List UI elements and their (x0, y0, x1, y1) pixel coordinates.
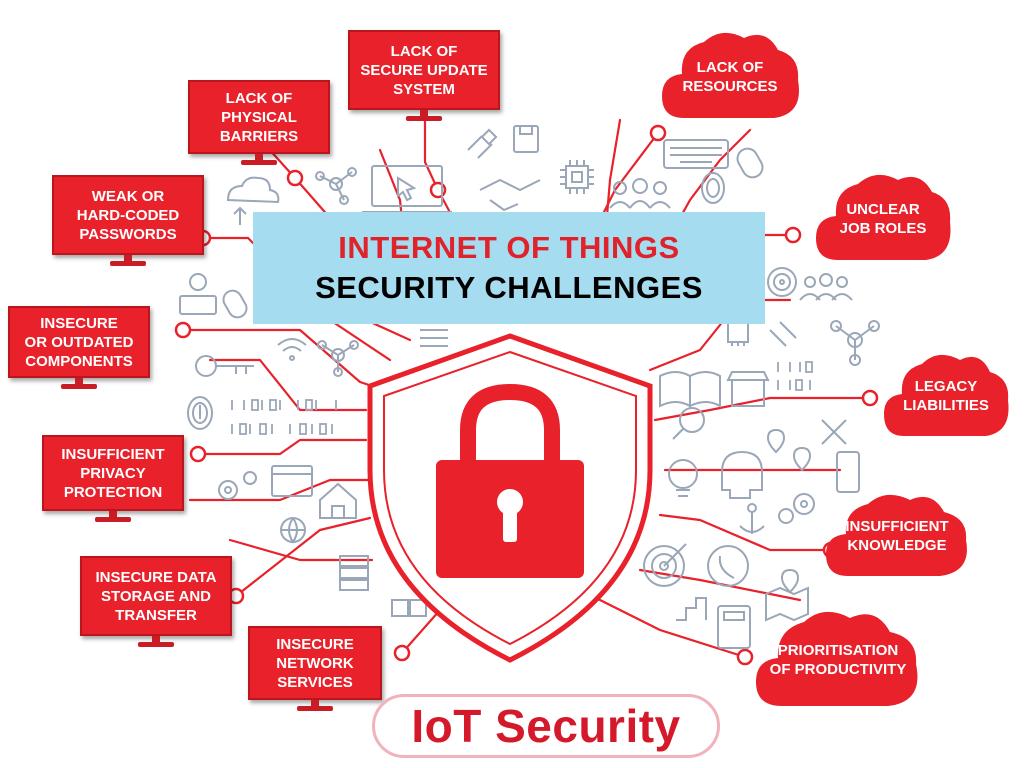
handshake-icon (479, 178, 541, 212)
challenge-label: INSECURE OR OUTDATED COMPONENTS (8, 306, 150, 378)
challenge-label: LACK OF RESOURCES (682, 59, 778, 95)
challenge-privacy-protection: INSUFFICIENT PRIVACY PROTECTION (42, 435, 184, 522)
tools-icon (821, 419, 847, 445)
challenge-outdated-components: INSECURE OR OUTDATED COMPONENTS (8, 306, 150, 389)
book-icon (659, 371, 721, 408)
chart-icon (420, 329, 448, 347)
connector-line (196, 438, 368, 456)
binary-code-icon (231, 399, 337, 435)
chip-icon (560, 160, 594, 194)
challenge-data-storage: INSECURE DATA STORAGE AND TRANSFER (80, 556, 232, 647)
smartphone-icon (836, 451, 860, 493)
connector-node (861, 389, 879, 407)
password-icon (179, 273, 217, 315)
connector-node (649, 124, 667, 142)
key-icon (195, 355, 254, 377)
connector-line (208, 358, 368, 412)
magnifier-icon (672, 407, 705, 440)
challenge-label: LACK OF SECURE UPDATE SYSTEM (348, 30, 500, 110)
challenge-physical-barriers: LACK OF PHYSICAL BARRIERS (188, 80, 330, 165)
challenge-label: INSECURE DATA STORAGE AND TRANSFER (80, 556, 232, 636)
usb-plug-icon (467, 128, 498, 159)
title-banner: INTERNET OF THINGS SECURITY CHALLENGES (253, 212, 765, 324)
network-nodes-icon (317, 340, 359, 377)
title-line-1: INTERNET OF THINGS (338, 230, 680, 265)
connector-line (653, 396, 872, 422)
connector-line (658, 513, 833, 552)
phone-icon (707, 545, 749, 587)
network-nodes-icon (315, 167, 357, 205)
location-pin-icon (766, 428, 812, 472)
footer-badge: IoT Security (372, 694, 720, 758)
usb-plug-icon (769, 321, 797, 347)
challenge-resources: LACK OF RESOURCES (656, 22, 804, 132)
lightbulb-icon (668, 459, 698, 497)
calculator-icon (717, 605, 751, 649)
challenge-label: PRIORITISATION OF PRODUCTIVITY (769, 642, 907, 678)
challenge-label: INSECURE NETWORK SERVICES (248, 626, 382, 700)
footer-label: IoT Security (411, 700, 681, 752)
network-nodes-icon (830, 320, 880, 366)
challenge-label: LEGACY LIABILITIES (903, 378, 989, 414)
binary-code-icon (777, 361, 813, 391)
team-icon (609, 178, 671, 209)
connector-node (189, 445, 207, 463)
challenge-label: WEAK OR HARD-CODED PASSWORDS (52, 175, 204, 255)
target-icon (643, 543, 687, 587)
wifi-icon (277, 338, 307, 361)
puzzle-icon (391, 599, 427, 617)
connector-line (648, 298, 792, 372)
connector-node (784, 226, 802, 244)
shop-icon (726, 371, 770, 407)
connector-line (228, 538, 374, 562)
challenge-network-services: INSECURE NETWORK SERVICES (248, 626, 382, 711)
padlock-icon (436, 383, 584, 578)
floppy-disk-icon (513, 125, 539, 153)
challenge-job-roles: UNCLEAR JOB ROLES (812, 164, 954, 274)
browser-www-icon (271, 465, 313, 497)
challenge-label: INSUFFICIENT PRIVACY PROTECTION (42, 435, 184, 511)
map-icon (765, 568, 809, 622)
cloud-shape (756, 611, 918, 706)
connector-node (174, 321, 192, 339)
anchor-icon (739, 503, 765, 534)
cloud-upload-icon (226, 176, 280, 225)
gears-icon (778, 493, 815, 524)
cloud-shape (816, 174, 951, 260)
challenge-label: LACK OF PHYSICAL BARRIERS (188, 80, 330, 154)
smart-home-icon (319, 482, 357, 519)
fingerprint-icon (187, 396, 213, 430)
cloud-shape (662, 32, 799, 118)
connector-node (286, 169, 304, 187)
globe-cursor-icon (280, 517, 306, 544)
challenge-knowledge: INSUFFICIENT KNOWLEDGE (822, 484, 972, 588)
challenge-label: INSUFFICIENT KNOWLEDGE (845, 518, 949, 554)
connector-node (393, 644, 411, 662)
challenge-secure-update: LACK OF SECURE UPDATE SYSTEM (348, 30, 500, 121)
keyboard-icon (663, 139, 729, 169)
server-icon (339, 555, 369, 591)
connector-node (736, 648, 754, 666)
chart-icon (676, 597, 707, 621)
challenge-label: UNCLEAR JOB ROLES (839, 201, 927, 237)
target-icon (767, 267, 797, 297)
fingerprint-icon (701, 172, 725, 204)
challenge-productivity: PRIORITISATION OF PRODUCTIVITY (752, 600, 924, 720)
robot-head-icon (721, 450, 763, 499)
title-line-2: SECURITY CHALLENGES (315, 270, 703, 305)
mouse-icon (222, 289, 248, 319)
connector-line (188, 478, 372, 502)
challenge-legacy: LEGACY LIABILITIES (880, 344, 1012, 448)
challenge-weak-passwords: WEAK OR HARD-CODED PASSWORDS (52, 175, 204, 266)
team-icon (799, 273, 853, 301)
gears-icon (218, 471, 257, 500)
connector-line (234, 516, 372, 598)
cloud-shape (884, 354, 1009, 436)
mouse-icon (736, 147, 764, 179)
cloud-shape (826, 494, 967, 576)
connector-line (181, 328, 374, 388)
